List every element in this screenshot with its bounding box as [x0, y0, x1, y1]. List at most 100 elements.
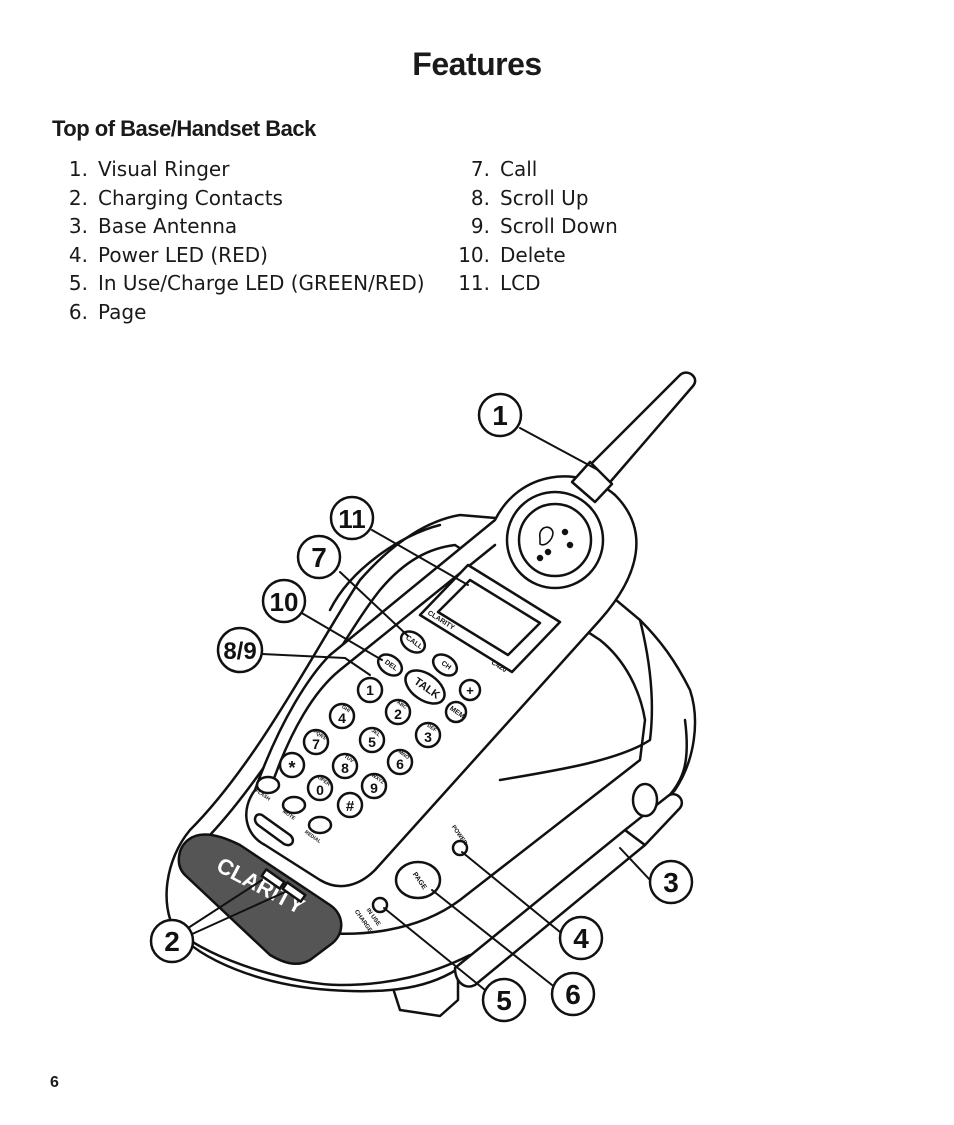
- key-star[interactable]: [278, 751, 306, 779]
- key-5-letters: JKL: [370, 728, 381, 738]
- talk-button[interactable]: [400, 664, 451, 711]
- list-item: 2.Charging Contacts: [68, 185, 283, 210]
- list-item: 8.Scroll Up: [470, 185, 589, 210]
- key-3[interactable]: [414, 721, 442, 749]
- key-7[interactable]: [302, 728, 330, 756]
- callout-3: [648, 859, 694, 905]
- key-star-digit: *: [288, 758, 295, 778]
- earpiece-inner: [517, 502, 593, 578]
- callout-8-9: [216, 626, 264, 674]
- key-0-digit: 0: [316, 782, 324, 798]
- key-4[interactable]: [328, 702, 356, 730]
- leader-line-10: [299, 611, 383, 661]
- callout-4-label: 4: [573, 923, 589, 954]
- lcd-screen: [436, 578, 542, 657]
- key-4-letters: GHI: [340, 704, 351, 714]
- list-item: 6.Page: [68, 299, 147, 324]
- key-8-digit: 8: [341, 760, 349, 776]
- callout-1: [477, 392, 523, 438]
- callout-10-label: 10: [270, 587, 299, 617]
- callout-6: [550, 971, 596, 1017]
- leader-line-5: [383, 907, 486, 991]
- leader-line-8-9: [261, 653, 371, 676]
- cradle-arc: [328, 523, 442, 612]
- key-2-letters: ABC: [395, 700, 408, 711]
- mem-button[interactable]: [444, 700, 468, 724]
- callout-5: [481, 977, 527, 1023]
- callout-4: [558, 915, 604, 961]
- page-button[interactable]: [394, 860, 442, 900]
- callout-1-label: 1: [492, 400, 508, 431]
- base-edge-line: [173, 928, 472, 987]
- ch-button[interactable]: [429, 650, 461, 680]
- list-item: 1.Visual Ringer: [68, 157, 230, 181]
- key-5-digit: 5: [368, 734, 376, 750]
- leader-line-7: [339, 571, 409, 637]
- visual-ringer-icon: [538, 526, 554, 546]
- list-item: 7.Call: [470, 157, 538, 181]
- key-6-digit: 6: [396, 756, 404, 772]
- handset-antenna: [583, 371, 697, 490]
- list-item: 9.Scroll Down: [470, 214, 618, 238]
- callout-7: [296, 534, 342, 580]
- leader-line-3: [619, 847, 651, 881]
- flash-button[interactable]: [255, 775, 281, 795]
- leader-line-1: [519, 427, 599, 471]
- callout-7-label: 7: [311, 542, 327, 573]
- callout-3-label: 3: [663, 867, 679, 898]
- list-item: 10.Delete: [458, 242, 566, 267]
- mute-button[interactable]: [281, 795, 307, 815]
- charging-contact: [281, 881, 307, 903]
- charging-contact: [260, 868, 286, 890]
- key-pound[interactable]: [336, 791, 364, 819]
- key-8[interactable]: [331, 752, 359, 780]
- leader-line-11: [371, 529, 469, 586]
- key-pound-digit: #: [346, 798, 355, 815]
- handset-inner-edge: [268, 543, 497, 792]
- key-5[interactable]: [358, 726, 386, 754]
- leader-line-2a: [184, 879, 263, 931]
- feature-list-left: 1.Visual Ringer 2.Charging Contacts 3.Ba…: [52, 155, 425, 326]
- key-2-digit: 2: [394, 706, 402, 722]
- callout-11-label: 11: [338, 504, 366, 534]
- base-antenna-mount: [631, 782, 659, 818]
- key-1[interactable]: [356, 676, 384, 704]
- key-1-digit: 1: [366, 682, 374, 698]
- list-item: 11.LCD: [458, 271, 541, 295]
- callout-11: [329, 495, 375, 541]
- antenna-collar: [570, 460, 614, 504]
- feature-list-right: 7.Call 8.Scroll Up 9.Scroll Down 10.Dele…: [448, 155, 618, 298]
- cradle-arc-2: [498, 618, 654, 782]
- callout-8-9-label: 8/9: [223, 638, 256, 665]
- key-9[interactable]: [360, 772, 388, 800]
- callout-10: [261, 578, 307, 624]
- callout-5-label: 5: [496, 985, 512, 1016]
- leader-line-4: [461, 851, 561, 933]
- key-4-digit: 4: [338, 710, 346, 726]
- page-title: Features: [412, 46, 542, 82]
- microphone-slot: [253, 813, 295, 847]
- plus-button[interactable]: [458, 678, 482, 702]
- key-6[interactable]: [386, 748, 414, 776]
- base-antenna-tip: [623, 792, 684, 847]
- key-7-digit: 7: [312, 736, 320, 752]
- base-antenna: [453, 828, 647, 988]
- key-3-digit: 3: [424, 729, 432, 745]
- leader-line-2b: [189, 891, 286, 936]
- redial-button[interactable]: [307, 815, 333, 835]
- callout-6-label: 6: [565, 979, 581, 1010]
- ch-label: CH: [440, 660, 452, 672]
- key-9-digit: 9: [370, 780, 378, 796]
- brand-plate: [177, 833, 343, 966]
- key-0[interactable]: [306, 774, 334, 802]
- key-6-letters: MNO: [397, 749, 410, 761]
- plus-label: +: [466, 683, 474, 698]
- key-2[interactable]: [384, 698, 412, 726]
- list-item: 4.Power LED (RED): [68, 242, 268, 267]
- page-number: 6: [50, 1074, 59, 1091]
- key-3-letters: DEF: [426, 723, 438, 734]
- power-led: [451, 839, 469, 857]
- callout-2: [149, 918, 195, 964]
- call-button[interactable]: [397, 627, 429, 657]
